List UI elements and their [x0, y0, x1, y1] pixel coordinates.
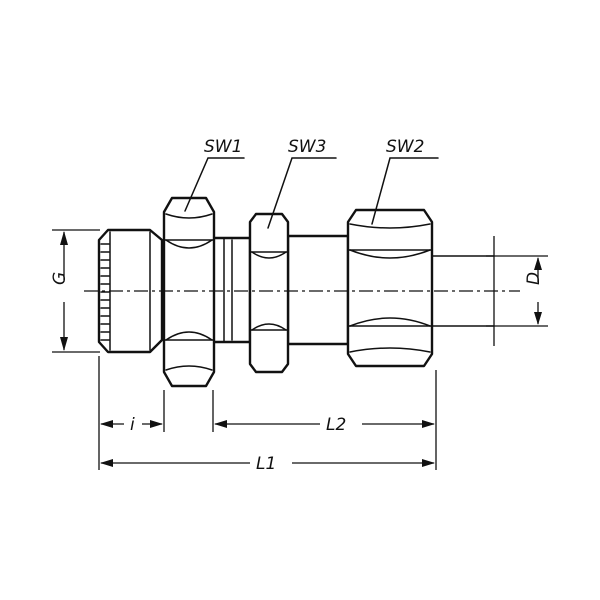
label-g: G — [50, 272, 70, 285]
label-sw2: SW2 — [386, 137, 424, 157]
leader-sw2 — [371, 157, 439, 225]
hex-nut-sw1-chamfers — [165, 213, 213, 371]
hex-nut-sw3-faces — [249, 251, 289, 331]
dimension-l2-arrow-right — [422, 420, 435, 428]
dimension-l2-arrow-left — [214, 420, 227, 428]
dimension-i-extension — [98, 356, 165, 470]
dimension-i-arrow-right — [150, 420, 163, 428]
connecting-tube — [286, 234, 350, 346]
dimension-i: i — [98, 356, 165, 470]
hex-nut-sw2 — [346, 208, 434, 368]
pipe-outline — [431, 255, 495, 327]
dimension-g-extension — [52, 229, 100, 353]
hex-nut-sw3-chamfers — [251, 251, 287, 331]
label-sw1: SW1 — [204, 137, 242, 157]
hex-nut-sw1 — [162, 196, 216, 388]
dimension-l1: L1 — [100, 454, 435, 474]
dimension-d-arrow-bottom — [534, 312, 542, 325]
stud-thread-hatch — [100, 243, 110, 341]
dimension-g: G — [50, 229, 100, 353]
leader-sw3 — [267, 157, 337, 229]
neck-groove — [223, 237, 233, 343]
dimension-l2-extension — [212, 370, 437, 470]
hex-nut-sw1-faces — [163, 239, 215, 341]
dimension-l1-arrow-left — [100, 459, 113, 467]
dimension-l2: L2 — [212, 370, 437, 470]
label-d: D — [524, 272, 544, 285]
stud-outline — [97, 228, 164, 354]
dimension-l1-arrow-right — [422, 459, 435, 467]
label-l1: L1 — [256, 454, 276, 474]
hex-nut-sw3 — [248, 212, 290, 374]
label-sw3: SW3 — [288, 137, 326, 157]
dimension-d: D — [486, 236, 548, 346]
hex-nut-sw2-chamfers — [349, 223, 431, 353]
dimension-i-arrow-left — [100, 420, 113, 428]
leader-sw1 — [184, 157, 245, 212]
dimension-d-arrow-top — [534, 257, 542, 270]
hex-nut-sw3-outline — [248, 212, 290, 374]
label-l2: L2 — [326, 415, 346, 435]
dimension-g-arrow-bottom — [60, 337, 68, 351]
label-i: i — [130, 415, 135, 435]
leader-lines — [184, 157, 439, 229]
dimension-d-label-gap — [530, 282, 546, 302]
dimension-d-extension — [486, 236, 548, 346]
hex-nut-sw2-outline — [346, 208, 434, 368]
threaded-stud — [97, 228, 164, 354]
hex-nut-sw1-outline — [162, 196, 216, 388]
hex-nut-sw2-faces — [347, 249, 433, 327]
dimension-g-arrow-top — [60, 231, 68, 245]
dimension-g-label-gap — [56, 280, 72, 302]
neck — [210, 236, 252, 344]
